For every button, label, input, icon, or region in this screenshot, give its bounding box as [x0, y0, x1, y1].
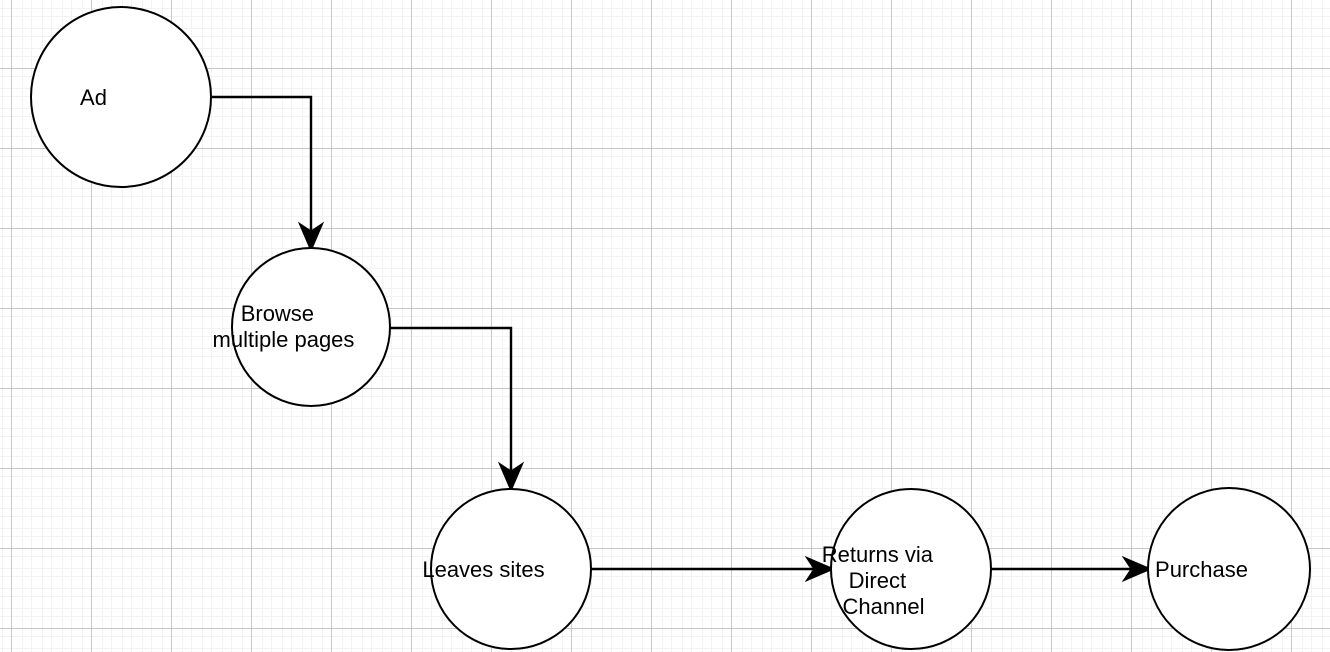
arrow-head-browse-to-leaves [497, 461, 525, 493]
node-label-line: Purchase [1155, 557, 1248, 582]
node-label-line: Channel [843, 594, 925, 619]
node-browse[interactable]: Browse multiple pages [213, 247, 410, 407]
node-shape-ad[interactable] [30, 6, 212, 188]
node-label-line: Ad [80, 85, 107, 110]
edge-ad-to-browse[interactable] [212, 95, 325, 253]
node-label-line: Direct [849, 568, 906, 593]
node-leaves[interactable]: Leaves sites [422, 488, 599, 650]
node-label-line: Browse [241, 301, 314, 326]
arrow-head-ad-to-browse [297, 221, 325, 253]
edge-path-browse-to-leaves[interactable] [390, 326, 513, 480]
node-label-line: multiple pages [213, 327, 355, 352]
node-shape-browse[interactable] [231, 247, 391, 407]
edge-returns-to-purchase[interactable] [991, 555, 1153, 583]
node-label-ad: Ad [80, 85, 162, 110]
node-label-purchase: Purchase [1155, 557, 1303, 582]
arrow-head-returns-to-purchase [1121, 555, 1153, 583]
node-label-returns: Returns via Direct Channel [822, 542, 1001, 619]
edge-browse-to-leaves[interactable] [390, 326, 525, 493]
arrow-head-leaves-to-returns [804, 555, 836, 583]
node-label-line: Returns via [822, 542, 934, 567]
node-purchase[interactable]: Purchase [1147, 487, 1311, 651]
edge-path-ad-to-browse[interactable] [212, 95, 313, 240]
node-label-line: Leaves sites [422, 557, 544, 582]
nodes-group: Ad Browse multiple pages Leaves sites [30, 6, 1311, 651]
node-label-leaves: Leaves sites [422, 557, 599, 582]
node-shape-leaves[interactable] [430, 488, 592, 650]
node-ad[interactable]: Ad [30, 6, 212, 188]
node-shape-purchase[interactable] [1147, 487, 1311, 651]
node-label-browse: Browse multiple pages [213, 301, 410, 352]
node-returns[interactable]: Returns via Direct Channel [822, 488, 1001, 650]
node-shape-returns[interactable] [830, 488, 992, 650]
edge-leaves-to-returns[interactable] [591, 555, 836, 583]
edges-group [212, 95, 1153, 583]
